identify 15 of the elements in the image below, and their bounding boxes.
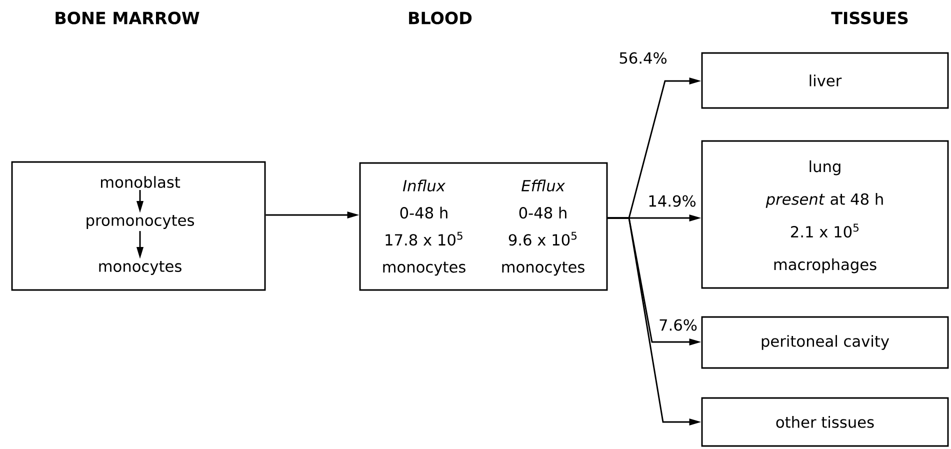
edge-label: 56.4%	[617, 50, 669, 66]
box	[11, 161, 266, 291]
tissue-box: liver	[701, 52, 949, 109]
tissue-box: lung present at 48 h 2.1 x 10$^{5}$ macrophages	[701, 140, 949, 289]
tissue-box: peritoneal cavity	[701, 316, 949, 369]
edge-label: 7.6%	[657, 318, 699, 332]
stage-label: monocytes	[99, 261, 182, 275]
stage-label: monoblast	[101, 176, 180, 188]
tissue-box: Influx Efflux 0-48 h 0-48 h 17.8 x 10$^{5}$ 9.6 x 10$^{5}$ monocytes monocytes	[359, 162, 608, 291]
column-heading: BONE MARROW	[56, 12, 200, 24]
column-heading: BLOOD	[409, 12, 472, 24]
column-heading: TISSUES	[831, 12, 908, 24]
stage-label: promonocytes	[86, 215, 194, 229]
edge-label: 14.9%	[646, 194, 698, 208]
tissue-box: other tissues	[701, 397, 949, 447]
